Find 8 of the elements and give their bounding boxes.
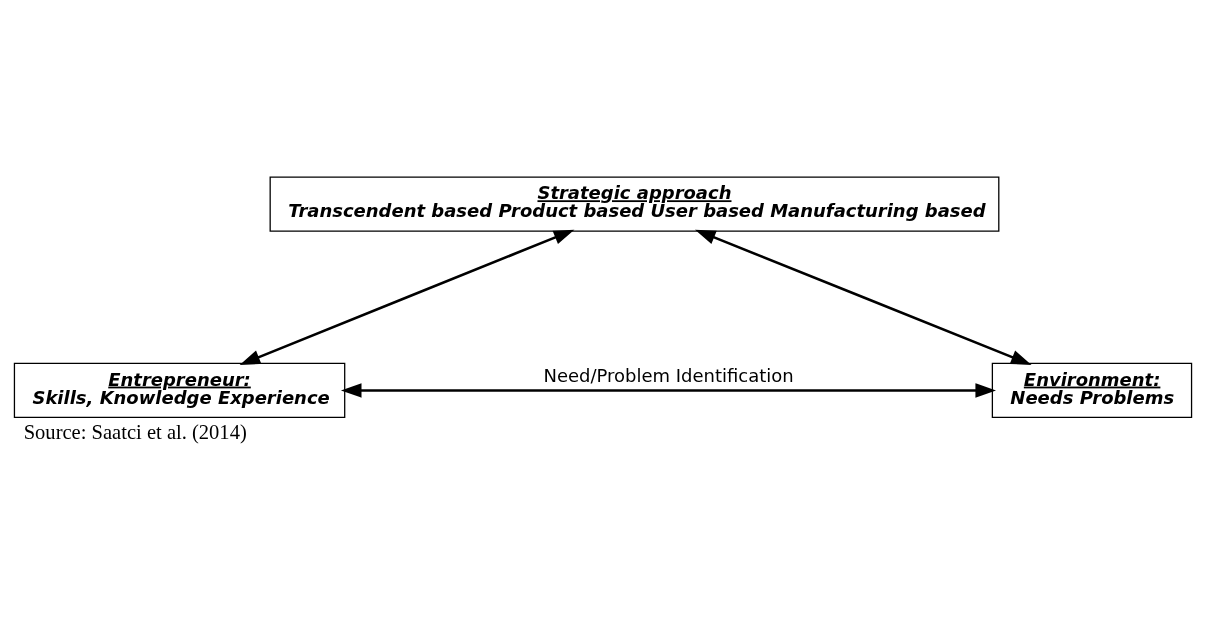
arrow — [340, 382, 996, 398]
arrow — [694, 229, 1032, 365]
node-box: Environment: Needs Problems — [991, 362, 1193, 418]
edge-label: Need/Problem Identification — [543, 364, 794, 386]
arrow — [239, 229, 575, 365]
caption: Source: Saatci et al. (2014) — [23, 420, 247, 443]
node-box: Strategic approach Transcendent based Product based User based Manufacturing based — [269, 176, 1000, 232]
node-box: Entrepreneur: Skills, Knowledge Experience — [13, 362, 346, 418]
